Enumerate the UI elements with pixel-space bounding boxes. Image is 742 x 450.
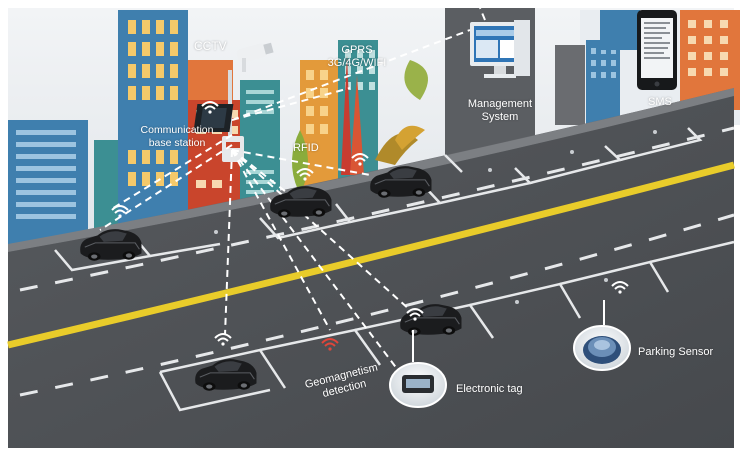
base-station-icon	[193, 70, 244, 162]
road-center-line	[7, 161, 735, 349]
parking-sensor-icon	[573, 300, 631, 371]
base-station-label-line1: Communication	[140, 124, 214, 136]
gprs-label-line1: GPRS	[341, 44, 373, 56]
base-station-label: Communication base station	[132, 124, 222, 150]
parking-sensor-label: Parking Sensor	[638, 346, 714, 358]
management-label-line2: System	[481, 111, 519, 123]
management-label-line1: Management	[467, 98, 533, 110]
parking-slots-lower	[158, 240, 735, 412]
management-system-label: Management System	[465, 98, 535, 124]
lane-dashes-upper	[19, 126, 735, 292]
cctv-camera-icon	[236, 42, 274, 72]
parking-slots-upper	[54, 127, 703, 272]
electronic-tag-icon	[389, 330, 447, 408]
road	[8, 96, 734, 448]
gprs-label: GPRS 3G/4G/WIFI	[322, 44, 392, 70]
rfid-label: RFID	[293, 142, 319, 154]
cctv-label: CCTV	[194, 39, 227, 53]
sms-label: SMS	[648, 96, 672, 108]
base-station-label-line2: base station	[148, 137, 206, 149]
wifi-signal-icon	[111, 101, 629, 351]
management-computer-icon	[470, 20, 530, 78]
gprs-label-line2: 3G/4G/WIFI	[327, 57, 387, 69]
lane-dashes-lower	[19, 213, 735, 397]
electronic-tag-label: Electronic tag	[456, 383, 523, 395]
sms-phone-icon	[637, 10, 677, 90]
connection-lines	[99, 7, 486, 391]
